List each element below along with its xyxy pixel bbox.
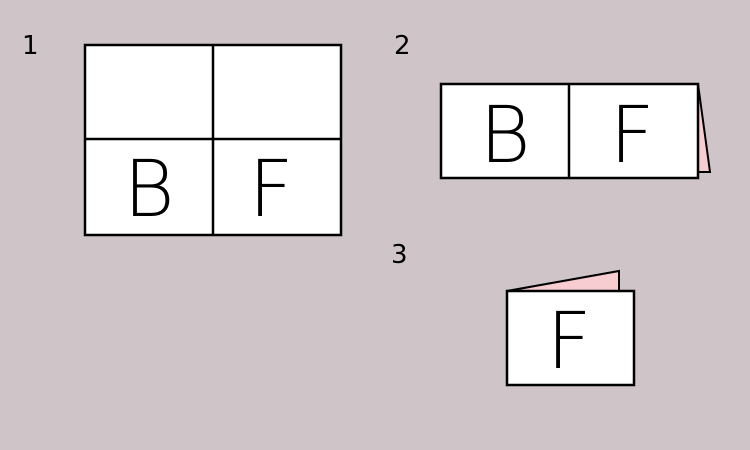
folded-card — [505, 289, 636, 387]
step-2-sheet: B F — [439, 82, 712, 181]
step-3-sheet: F — [505, 269, 636, 387]
step-1-number: 1 — [22, 31, 39, 61]
fold-back-flap — [506, 269, 620, 292]
step-3-number: 3 — [391, 240, 408, 270]
fold-back-edge — [697, 83, 712, 173]
step-2-number: 2 — [394, 31, 411, 61]
panel-letter-f: F — [547, 297, 592, 387]
step-1-sheet: B F — [83, 43, 343, 237]
panel-letter-b: B — [479, 91, 530, 181]
panel-letter-f: F — [610, 91, 655, 181]
panel-letter-f: F — [249, 145, 294, 235]
panel-letter-b: B — [123, 145, 174, 235]
